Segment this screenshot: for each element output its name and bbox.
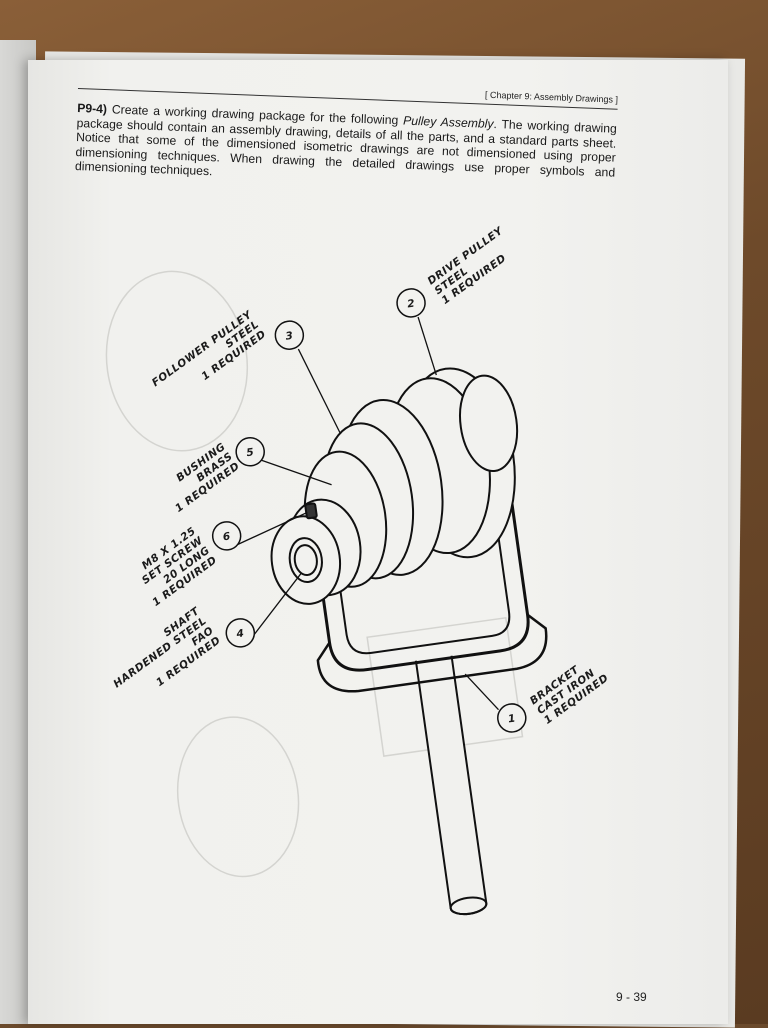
balloon-4: [225, 618, 256, 648]
problem-id: P9-4): [76, 100, 108, 117]
callout-bracket: BRACKET CAST IRON 1 REQUIRED: [528, 664, 611, 727]
balloon-6-number: 6: [222, 530, 231, 543]
balloon-4-number: 4: [235, 627, 245, 640]
balloon-1: [497, 703, 527, 733]
callout-follower-pulley: FOLLOWER PULLEY STEEL 1 REQUIRED: [150, 308, 269, 389]
balloon-3-number: 3: [285, 330, 294, 343]
callout-drive-pulley: DRIVE PULLEY STEEL 1 REQUIRED: [425, 224, 508, 307]
pulley-assembly-drawing: 2 3 5 6 4 1 DRIVE PULLEY STEEL 1 REQUIRE…: [105, 224, 611, 916]
leader-lines: [237, 316, 499, 711]
balloon-5: [235, 437, 265, 467]
balloon-3: [274, 320, 305, 350]
callout-set-screw: M8 X 1.25 SET SCREW 20 LONG 1 REQUIRED: [140, 525, 220, 609]
page-number: 9 - 39: [616, 990, 647, 1004]
balloon-1-number: 1: [507, 712, 516, 725]
bracket-part: [311, 495, 548, 693]
callout-bushing: BUSHING BRASS 1 REQUIRED: [173, 441, 242, 515]
callout-shaft: SHAFT HARDENED STEEL FAO 1 REQUIRED: [111, 605, 223, 690]
balloon-6: [211, 521, 242, 551]
bushing-part: [270, 498, 362, 605]
shaft-part: [414, 655, 488, 916]
balloon-2: [396, 288, 426, 318]
faint-background-part: [105, 270, 249, 452]
set-screw-part: [304, 502, 318, 520]
balloon-5-number: 5: [246, 446, 255, 459]
problem-text-2: . The working drawing package should con…: [74, 115, 618, 180]
balloon-2-number: 2: [406, 297, 415, 310]
